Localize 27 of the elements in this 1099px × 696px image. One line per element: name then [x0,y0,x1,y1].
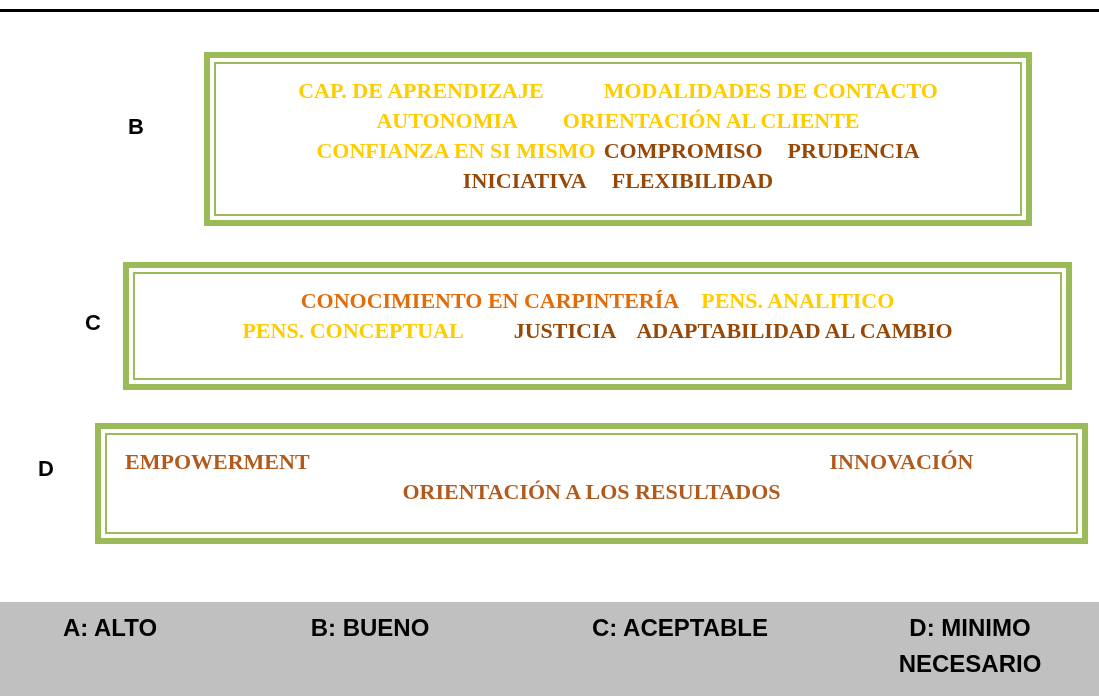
competency-text: MODALIDADES DE CONTACTO [603,78,938,103]
competency-text: PRUDENCIA [787,138,920,163]
competency-text: ADAPTABILIDAD AL CAMBIO [636,318,953,343]
competency-text: PENS. CONCEPTUAL [242,318,464,343]
competency-text: AUTONOMIA [376,108,518,133]
level-letter: C [85,310,101,336]
competency-text: PENS. ANALITICO [701,288,895,313]
competency-text: ORIENTACIÓN A LOS RESULTADOS [402,479,781,504]
competency-box [95,423,1088,544]
level-label: D: MINIMO NECESARIO [897,613,1043,679]
competency-text: INICIATIVA [462,168,587,193]
level-label: B: BUENO [309,613,431,643]
competency-box [204,52,1032,226]
competency-text: INNOVACIÓN [829,449,974,474]
competency-text: CAP. DE APRENDIZAJE [298,78,544,103]
level-letter: D [38,456,54,482]
competency-text: EMPOWERMENT [125,449,310,474]
level-label: C: ACEPTABLE [591,613,769,643]
competency-box [123,262,1072,390]
competency-text: COMPROMISO [603,138,763,163]
level-label: A: ALTO [61,613,159,643]
competency-text: JUSTICIA [513,318,617,343]
competency-text: CONFIANZA EN SI MISMO [316,138,596,163]
competency-text: FLEXIBILIDAD [611,168,774,193]
competency-text: ORIENTACIÓN AL CLIENTE [562,108,860,133]
level-letter: B [128,114,144,140]
competency-text: CONOCIMIENTO EN CARPINTERÍA [300,288,680,313]
